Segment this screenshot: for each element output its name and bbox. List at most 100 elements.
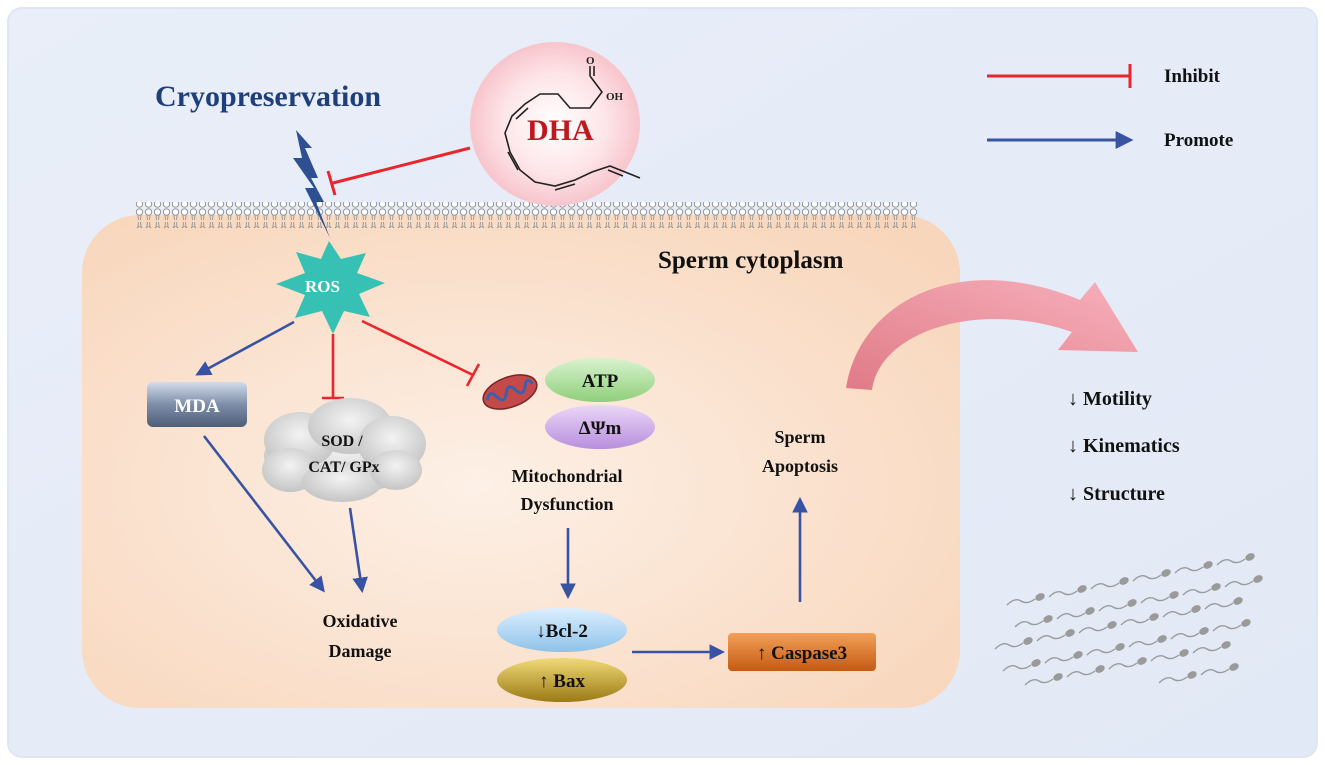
ros-inhibit-mito-bar [465, 363, 481, 387]
sperm-tail-icon [1044, 656, 1074, 664]
sperm-tail-icon [1014, 620, 1044, 628]
sperm-tail-icon [1132, 574, 1162, 582]
sperm-head-icon [1023, 637, 1033, 645]
mito-dysfunction-line2: Dysfunction [520, 494, 613, 514]
sperm-tail-icon [994, 642, 1024, 650]
sperm-tail-icon [1140, 596, 1170, 604]
sperm-apoptosis-line1: Sperm [775, 427, 826, 447]
enzymes-cloud [262, 398, 426, 502]
sperm-tail-icon [1200, 668, 1230, 676]
sperm-head-icon [1035, 593, 1045, 601]
sperm-tail-icon [1192, 646, 1222, 654]
sperm-tail-icon [1048, 590, 1078, 598]
sperm-tail-icon [1120, 618, 1150, 626]
outcome-curved-arrow [846, 280, 1138, 390]
enzymes-label-line2: CAT/ GPx [308, 459, 379, 476]
sperm-tail-icon [1024, 678, 1054, 686]
sperm-tail-icon [1002, 664, 1032, 672]
mitochondrion-icon [482, 374, 538, 410]
bax-ellipse [497, 658, 627, 702]
atp-ellipse [545, 358, 655, 402]
sperm-head-icon [1211, 583, 1221, 591]
sperm-tail-icon [1224, 580, 1254, 588]
dha-label: DHA [527, 114, 594, 147]
sperm-tail-icon [1090, 582, 1120, 590]
dha-molecule-structure [504, 66, 641, 191]
dha-inhibit-line [332, 146, 471, 185]
ros-starburst [276, 241, 385, 334]
dha-inhibit-bar [326, 170, 337, 196]
sperm-tail-icon [1150, 654, 1180, 662]
legend-inhibit-label: Inhibit [1164, 66, 1221, 87]
sperm-head-icon [1241, 619, 1251, 627]
sperm-head-icon [1107, 621, 1117, 629]
sperm-head-icon [1169, 591, 1179, 599]
sperm-tail-icon [1056, 612, 1086, 620]
sperm-head-icon [1073, 651, 1083, 659]
sperm-head-icon [1221, 641, 1231, 649]
ros-to-mda-arrow [195, 320, 295, 376]
mda-to-oxidative-arrow [202, 435, 325, 593]
bcl2-label: ↓Bcl-2 [536, 621, 588, 642]
sperm-head-icon [1229, 663, 1239, 671]
sperm-head-icon [1149, 613, 1159, 621]
sperm-head-icon [1095, 665, 1105, 673]
sperm-head-icon [1161, 569, 1171, 577]
sperm-cytoplasm-label: Sperm cytoplasm [658, 247, 844, 274]
sperm-head-icon [1233, 597, 1243, 605]
ros-inhibit-mito-line [361, 319, 474, 377]
lightning-bolt-icon [293, 130, 330, 238]
sperm-tail-icon [1174, 566, 1204, 574]
sperm-tail-icon [1006, 598, 1036, 606]
sperm-head-icon [1119, 577, 1129, 585]
sperm-head-icon [1065, 629, 1075, 637]
dha-circle [470, 42, 640, 206]
dpsi-ellipse [545, 405, 655, 449]
sperm-head-icon [1187, 671, 1197, 679]
sperm-head-icon [1137, 657, 1147, 665]
bax-label: ↑ Bax [539, 671, 585, 692]
dha-oxygen-label: O [586, 55, 595, 67]
sperm-cytoplasm-region [82, 215, 960, 708]
dpsi-label: ΔΨm [579, 418, 622, 439]
oxidative-damage-line1: Oxidative [323, 611, 398, 631]
dha-oh-label: OH [606, 91, 624, 103]
sperm-cells-illustration [994, 553, 1263, 686]
sperm-tail-icon [1162, 610, 1192, 618]
sperm-head-icon [1031, 659, 1041, 667]
enzymes-to-oxidative-arrow [348, 507, 368, 594]
sperm-head-icon [1115, 643, 1125, 651]
sperm-tail-icon [1128, 640, 1158, 648]
sperm-apoptosis-line2: Apoptosis [762, 456, 838, 476]
sperm-head-icon [1077, 585, 1087, 593]
sperm-head-icon [1245, 553, 1255, 561]
sperm-tail-icon [1158, 676, 1188, 684]
caspase3-box [728, 633, 876, 671]
sperm-head-icon [1191, 605, 1201, 613]
mda-box [147, 382, 247, 427]
outcome-kinematics: ↓ Kinematics [1068, 435, 1180, 457]
sperm-head-icon [1043, 615, 1053, 623]
legend-promote-label: Promote [1164, 130, 1233, 151]
enzymes-label-line1: SOD / [321, 433, 363, 450]
sperm-tail-icon [1098, 604, 1128, 612]
bcl2-ellipse [497, 608, 627, 652]
mda-label: MDA [174, 396, 220, 417]
sperm-tail-icon [1204, 602, 1234, 610]
outcome-structure: ↓ Structure [1068, 483, 1165, 505]
cell-membrane [136, 202, 918, 228]
oxidative-damage-line2: Damage [329, 641, 392, 661]
sperm-head-icon [1085, 607, 1095, 615]
sperm-tail-icon [1108, 662, 1138, 670]
sperm-head-icon [1157, 635, 1167, 643]
outcome-motility: ↓ Motility [1068, 388, 1152, 410]
sperm-tail-icon [1170, 632, 1200, 640]
ros-label: ROS [305, 277, 340, 296]
atp-label: ATP [582, 371, 619, 392]
sperm-tail-icon [1078, 626, 1108, 634]
sperm-tail-icon [1216, 558, 1246, 566]
sperm-head-icon [1203, 561, 1213, 569]
sperm-tail-icon [1036, 634, 1066, 642]
sperm-tail-icon [1086, 648, 1116, 656]
sperm-head-icon [1253, 575, 1263, 583]
